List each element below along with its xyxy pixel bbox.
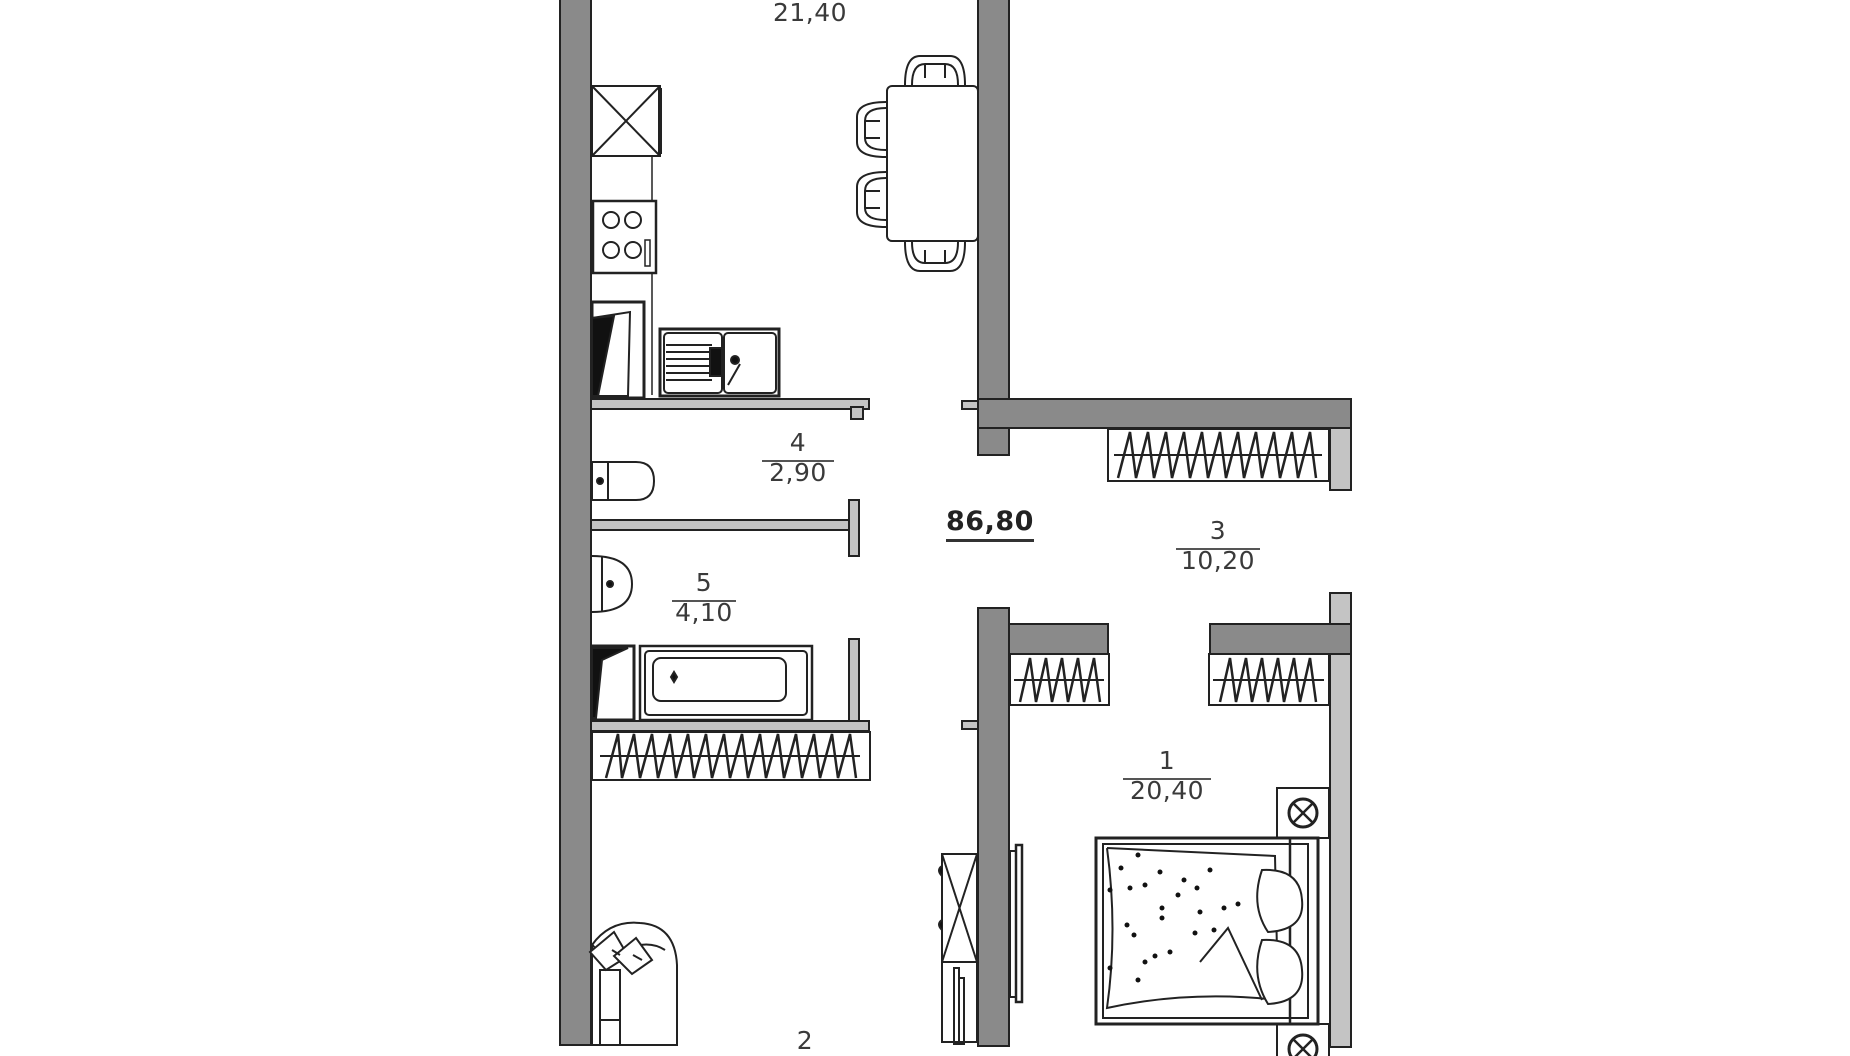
bathtub-icon bbox=[638, 644, 814, 722]
door-stub-kitchen bbox=[961, 400, 979, 410]
room-label-4: 4 2,90 bbox=[762, 428, 834, 488]
room-area: 10,20 bbox=[1180, 546, 1256, 575]
cabinet-icon bbox=[590, 300, 646, 400]
room-label-2: 2 bbox=[780, 1026, 830, 1056]
dining-table-icon bbox=[886, 85, 979, 242]
fraction-bar bbox=[1176, 548, 1260, 550]
chair-icon bbox=[856, 171, 887, 228]
fraction-bar bbox=[672, 600, 736, 602]
kitchen-partition-tab bbox=[850, 406, 864, 420]
chair-icon bbox=[856, 101, 887, 158]
total-area: 86,80 bbox=[946, 506, 1034, 542]
room-area: 4,10 bbox=[675, 598, 733, 627]
toilet-icon bbox=[591, 461, 656, 501]
kitchen-counter-partition bbox=[590, 398, 870, 410]
washing-machine-icon bbox=[590, 644, 636, 722]
room-label-kitchen: 21,40 bbox=[760, 0, 860, 28]
fridge-icon bbox=[591, 85, 662, 157]
armchair-icon bbox=[588, 921, 678, 1046]
bedroom-top-wall-right bbox=[1209, 623, 1352, 655]
sink-icon bbox=[658, 327, 781, 398]
room-label-5: 5 4,10 bbox=[672, 568, 736, 628]
radiator-icon bbox=[591, 731, 871, 781]
toilet-partition-post bbox=[848, 499, 860, 557]
closet-icon bbox=[1208, 653, 1330, 706]
room-number: 5 bbox=[695, 568, 713, 597]
door-stub-bedroom bbox=[961, 720, 979, 730]
tv-cabinet-icon bbox=[938, 853, 978, 1045]
room-number: 3 bbox=[1209, 516, 1227, 545]
tv-icon bbox=[1009, 843, 1024, 1004]
stove-icon bbox=[591, 199, 658, 275]
chair-icon bbox=[904, 55, 966, 86]
washbasin-icon bbox=[591, 555, 634, 613]
room-label-1: 1 20,40 bbox=[1123, 746, 1211, 806]
room-area: 20,40 bbox=[1129, 776, 1205, 805]
kitchen-right-wall bbox=[977, 0, 1010, 456]
room-area: 2,90 bbox=[769, 458, 827, 487]
fraction-bar bbox=[1123, 778, 1211, 780]
room-label-3: 3 10,20 bbox=[1176, 516, 1260, 576]
chair-icon bbox=[904, 241, 966, 272]
wardrobe-icon bbox=[1107, 428, 1330, 482]
room-number: 4 bbox=[789, 428, 807, 457]
bed-icon bbox=[1094, 836, 1320, 1026]
closet-icon bbox=[1009, 653, 1110, 706]
nightstand-lamp-icon bbox=[1276, 1023, 1330, 1056]
nightstand-lamp-icon bbox=[1276, 787, 1330, 839]
fraction-bar bbox=[762, 460, 834, 462]
room-number: 2 bbox=[796, 1026, 814, 1055]
room-area: 21,40 bbox=[772, 0, 848, 27]
room-number: 1 bbox=[1158, 746, 1176, 775]
bedroom-right-wall-stub bbox=[1329, 592, 1352, 625]
bedroom-left-wall bbox=[977, 607, 1010, 1047]
